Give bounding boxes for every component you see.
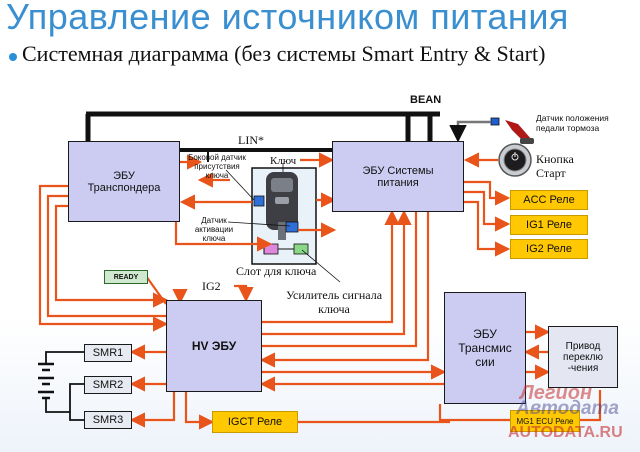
shift-drive-box: Привод переклю -чения [548, 326, 618, 388]
slide-subtitle: Системная диаграмма (без системы Smart E… [22, 41, 546, 66]
ig1-relay: IG1 Реле [510, 215, 588, 235]
activation-sensor-label: Датчик активации ключа [194, 216, 234, 243]
power-ecu-label: ЭБУ Системы питания [362, 164, 434, 189]
acc-relay-label: ACC Реле [523, 194, 575, 206]
key-slot-label: Слот для ключа [236, 264, 317, 278]
power-ecu-box: ЭБУ Системы питания [332, 141, 464, 212]
ready-label: READY [113, 273, 139, 281]
watermark-site: AUTODATA.RU [508, 424, 623, 441]
smr3-relay: SMR3 [84, 411, 132, 429]
smr3-label: SMR3 [92, 414, 124, 426]
smr2-label: SMR2 [92, 379, 124, 391]
key-fob-icon [266, 172, 298, 240]
brake-pedal-icon [449, 117, 534, 144]
watermark-line2: Автодата [516, 398, 619, 419]
smr2-relay: SMR2 [84, 376, 132, 394]
key-label: Ключ [270, 155, 297, 167]
slide-title: Управление источником питания [6, 0, 569, 37]
lin-bus [180, 148, 332, 162]
ig2-signal-label: IG2 [202, 279, 221, 293]
igct-relay-label: IGCT Реле [227, 416, 283, 428]
ig2-relay: IG2 Реле [510, 239, 588, 259]
battery-icon [38, 351, 84, 421]
hv-ecu-label: HV ЭБУ [191, 339, 237, 353]
smr1-relay: SMR1 [84, 344, 132, 362]
transmission-ecu-box: ЭБУ Трансмис сии [444, 292, 526, 404]
start-button-label: Кнопка Старт [536, 152, 574, 180]
ig2-relay-label: IG2 Реле [526, 243, 572, 255]
bean-bus-label: BEAN [410, 94, 442, 106]
transponder-ecu-box: ЭБУ Транспондера [68, 141, 180, 222]
hv-ecu-box: HV ЭБУ [166, 300, 262, 392]
ig1-relay-label: IG1 Реле [526, 219, 572, 231]
shift-drive-label: Привод переклю -чения [563, 340, 603, 374]
mgt-relay: MG1 ECU Реле [510, 410, 580, 432]
signal-arrows [38, 152, 602, 430]
lin-bus-label: LIN* [238, 133, 264, 147]
brake-sensor-label: Датчик положения педали тормоза [536, 113, 609, 133]
watermark-line1: Легион [520, 382, 593, 404]
amplifier-label: Усилитель сигнала ключа [285, 288, 383, 316]
ready-indicator: READY [104, 270, 148, 284]
igct-relay: IGCT Реле [212, 411, 298, 433]
transponder-ecu-label: ЭБУ Транспондера [87, 169, 161, 194]
side-sensor-label: Боковой датчик присутствия ключа [188, 153, 246, 180]
bullet-icon [9, 53, 17, 61]
acc-relay: ACC Реле [510, 190, 588, 210]
smr1-label: SMR1 [92, 347, 124, 359]
mgt-relay-label: MG1 ECU Реле [516, 416, 574, 426]
bean-bus [85, 111, 440, 141]
power-button-icon [498, 143, 532, 177]
transmission-ecu-label: ЭБУ Трансмис сии [458, 327, 512, 369]
